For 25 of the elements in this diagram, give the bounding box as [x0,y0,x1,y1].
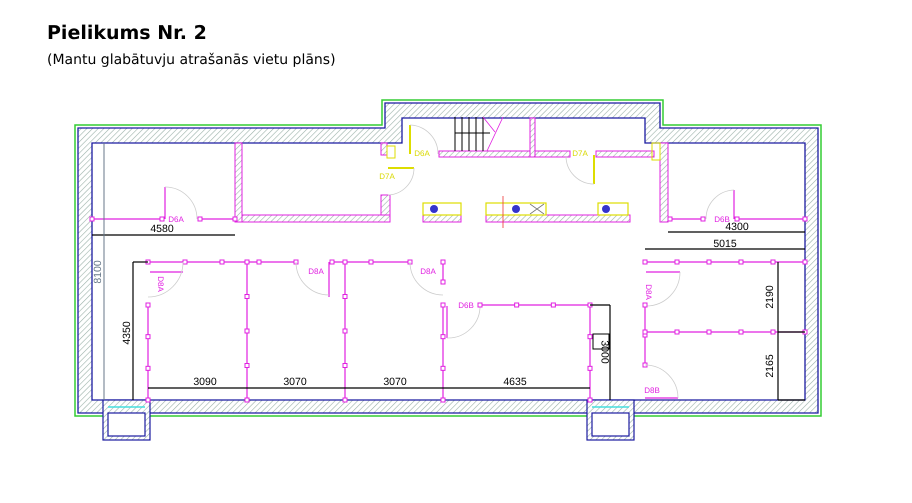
dimension-label: 3000 [598,340,610,364]
dimension-label: 4635 [503,376,527,388]
door-label: D6B [458,302,474,310]
door-label: D8A [308,268,324,276]
dimension-label: 3070 [383,376,407,388]
door-label: D8A [420,268,436,276]
door-label: D8B [644,387,660,395]
dimension-label: 4350 [122,321,132,345]
dimension-label: 2165 [764,354,776,378]
door-label: D6A [168,216,184,224]
dimension-label: 3070 [283,376,307,388]
door-label: D8A [156,276,164,292]
dimension-label: 5015 [713,238,737,250]
dimension-label: 4300 [725,222,749,232]
title: Pielikums Nr. 2 [47,22,207,44]
door-label: D6B [714,216,730,224]
door-label: D7A [379,173,395,181]
dimension-label: 4580 [150,224,174,234]
dimension-label: 3090 [193,376,217,388]
dimension-label: 8100 [92,260,104,284]
dimension-label: 2190 [764,285,776,309]
door-label: D8A [644,284,652,300]
door-label: D7A [572,150,588,158]
caption: (Mantu glabātuvju atrašanās vietu plāns) [47,52,336,68]
door-label: D6A [414,150,430,158]
